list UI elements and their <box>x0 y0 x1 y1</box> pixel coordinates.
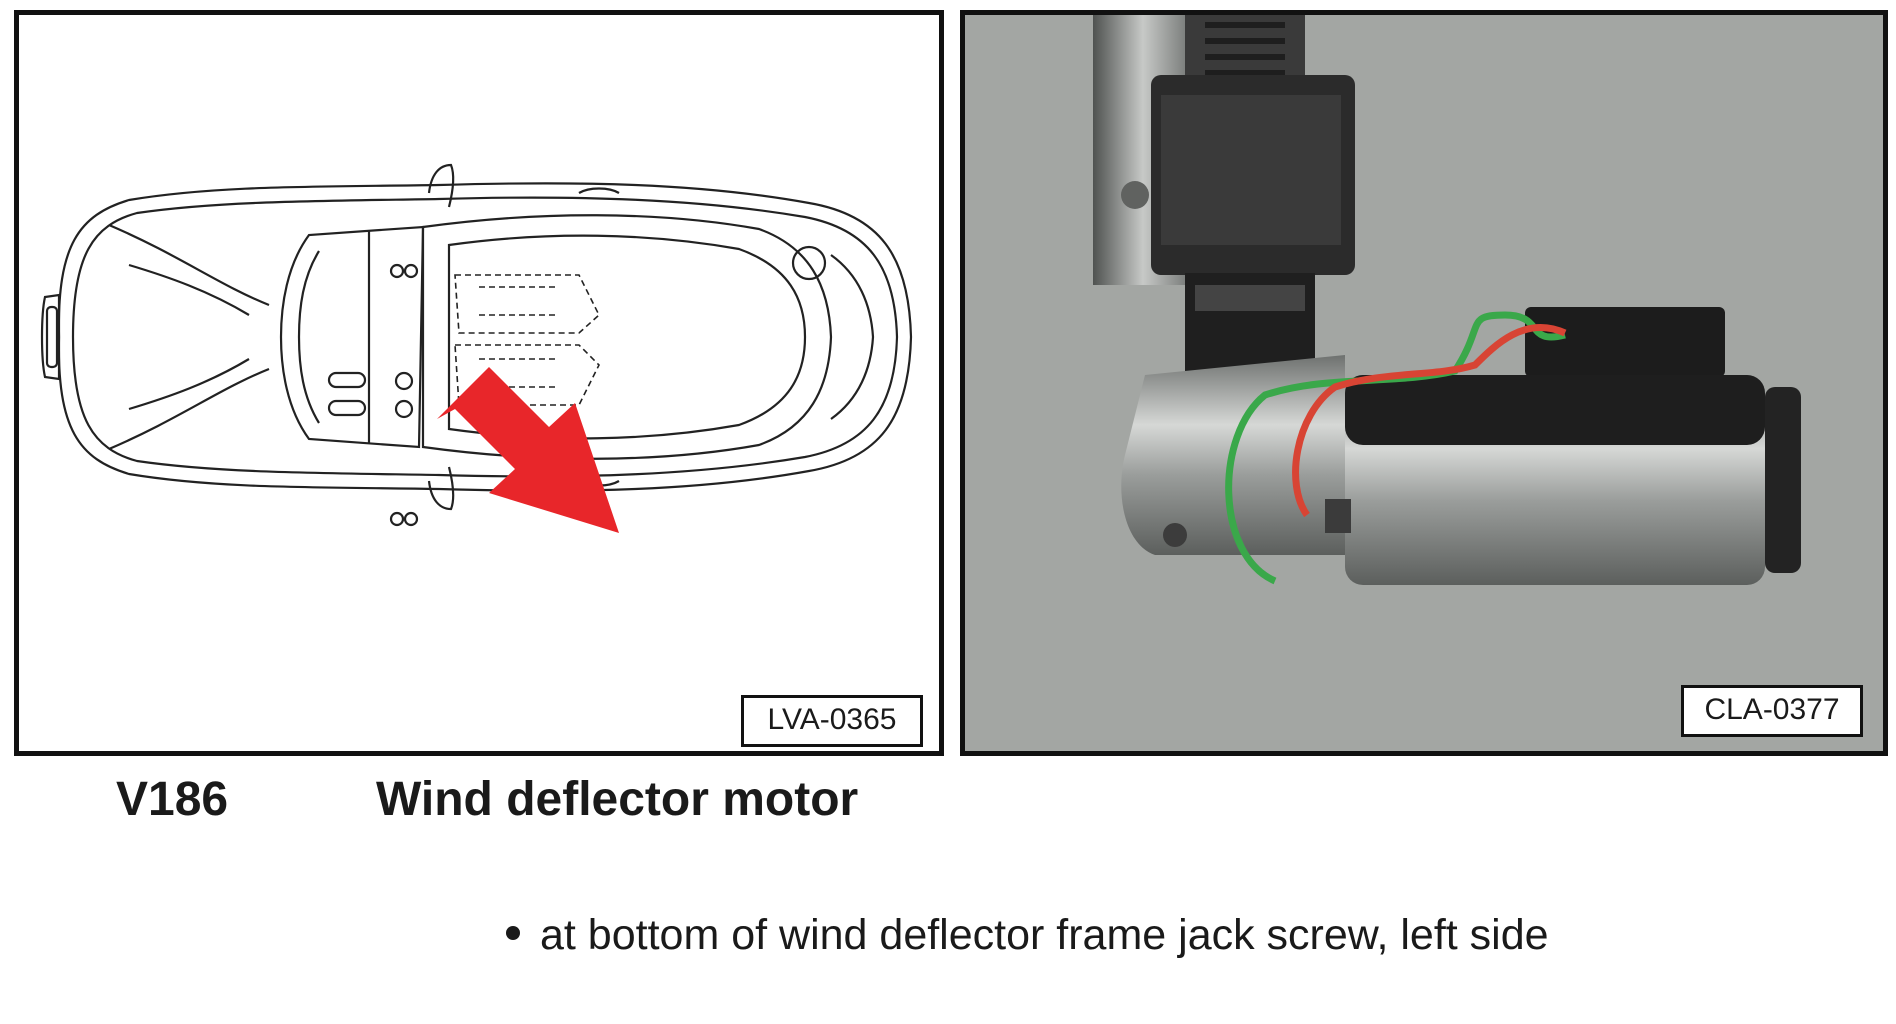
car-top-view-drawing <box>40 163 913 533</box>
component-title: Wind deflector motor <box>376 773 859 826</box>
wind-deflector-motor-photo <box>1093 15 1801 585</box>
location-note: at bottom of wind deflector frame jack s… <box>506 906 1706 964</box>
figure-reference-code: LVA-0365 <box>741 695 923 747</box>
component-code: V186 <box>116 773 229 826</box>
motor-photo-figure: CLA-0377 <box>960 10 1888 756</box>
bullet-dot-icon <box>506 926 520 940</box>
location-arrow-icon <box>437 367 619 533</box>
location-note-text: at bottom of wind deflector frame jack s… <box>540 911 1549 959</box>
car-diagram-figure: LVA-0365 <box>14 10 944 756</box>
figure-reference-code: CLA-0377 <box>1681 685 1863 737</box>
